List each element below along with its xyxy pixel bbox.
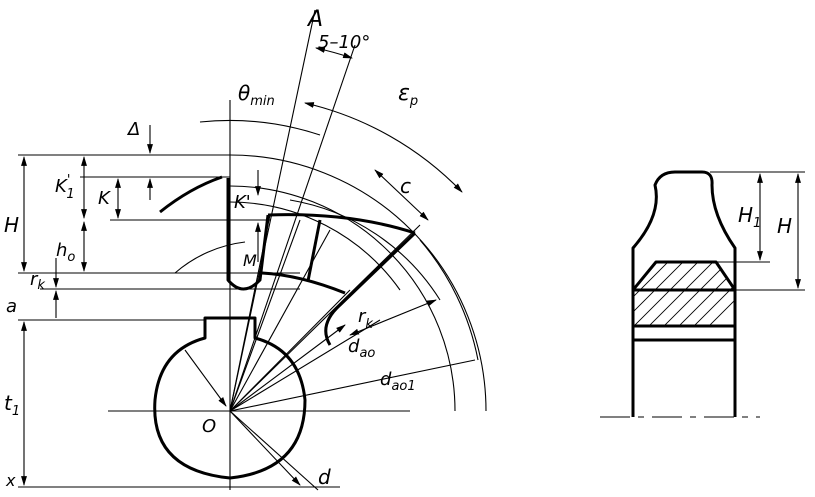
label-t1: t1: [4, 391, 20, 419]
label-h-left: H: [4, 213, 19, 237]
label-dao1: dao1: [380, 369, 416, 394]
label-theta: θmin: [238, 81, 275, 109]
label-delta: Δ: [126, 119, 140, 140]
extension-lines: [18, 154, 300, 488]
label-h1-right: H1: [738, 203, 761, 231]
label-x: x: [5, 471, 16, 490]
right-labels: H1 H: [738, 203, 792, 238]
label-k1: K'1: [55, 173, 75, 202]
label-o: O: [202, 416, 216, 437]
label-epsilon: εp: [398, 81, 418, 109]
label-h-right: H: [777, 214, 792, 238]
label-dao: dao: [348, 336, 375, 361]
axis-lines: [108, 9, 476, 491]
rim-band: [631, 324, 737, 342]
right-view: [600, 170, 805, 418]
left-view: [18, 9, 487, 491]
label-rk-left: rk: [30, 269, 45, 293]
label-k: K: [98, 188, 111, 209]
label-rk-right: rk: [358, 306, 373, 332]
tooth-outline: [153, 175, 417, 480]
label-m: M: [243, 251, 257, 270]
label-a-axis: A: [306, 7, 323, 32]
label-c: c: [400, 174, 411, 198]
left-labels: A 5–10° θmin εp Δ H K'1 K K' c ho M rk a…: [4, 7, 418, 490]
construction-arcs: [174, 47, 487, 486]
label-d: d: [318, 465, 331, 489]
vertical-dimensions: [21, 125, 261, 486]
label-h0: ho: [56, 240, 75, 265]
label-k-prime: K': [234, 192, 251, 213]
label-angle-range: 5–10°: [318, 32, 370, 53]
label-a-gap: a: [6, 296, 17, 317]
